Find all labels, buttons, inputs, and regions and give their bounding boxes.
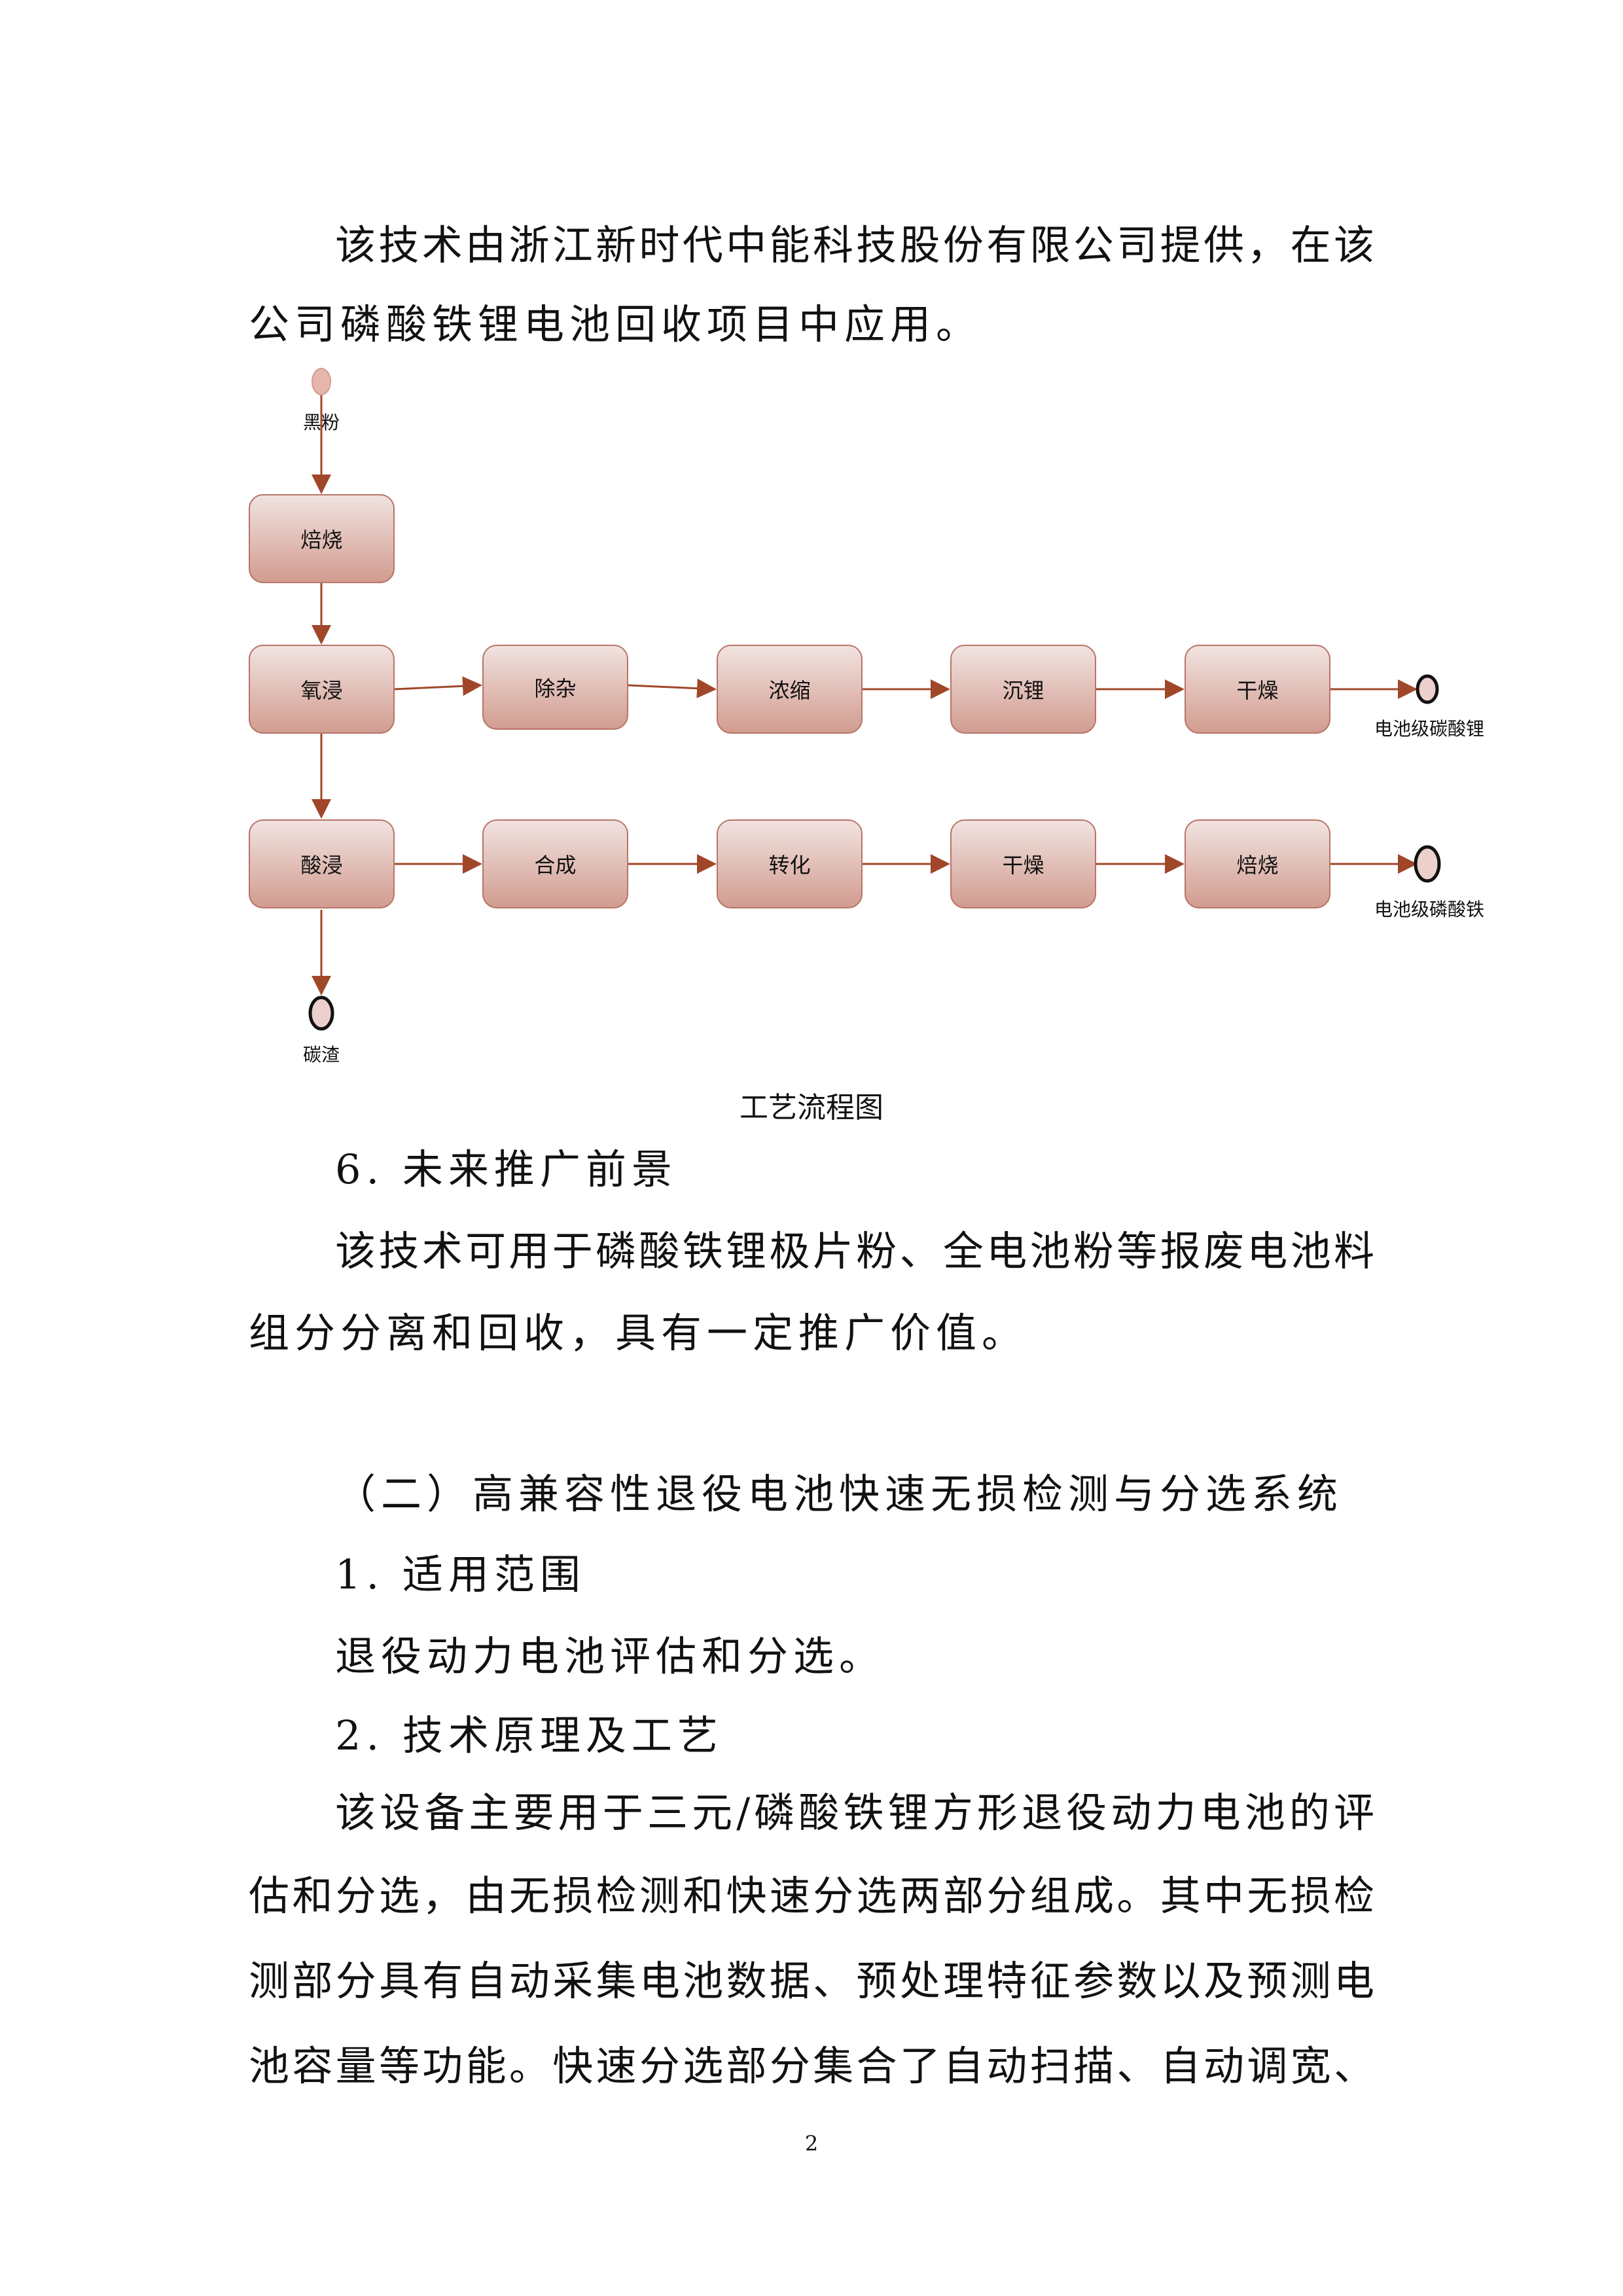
flow-step: 沉锂	[950, 645, 1096, 734]
section-heading: 6. 未来推广前景	[335, 1145, 677, 1193]
flowchart-arrows	[308, 368, 1441, 1031]
output-label: 电池级磷酸铁	[1374, 899, 1485, 920]
paragraph-line: 池容量等功能。快速分选部分集合了自动扫描、自动调宽、	[249, 2042, 1374, 2090]
flow-step: 除杂	[482, 645, 628, 730]
end-node	[1414, 845, 1441, 883]
paragraph-line: 该设备主要用于三元/磷酸铁锂方形退役动力电池的评	[335, 1789, 1374, 1837]
flow-step: 酸浸	[249, 819, 395, 908]
flow-step: 焙烧	[1185, 819, 1330, 908]
flow-step: 浓缩	[717, 645, 863, 734]
flow-step: 转化	[717, 819, 863, 908]
end-node	[308, 996, 334, 1031]
flow-step: 干燥	[950, 819, 1096, 908]
paragraph-line: 该技术可用于磷酸铁锂极片粉、全电池粉等报废电池料	[335, 1227, 1374, 1275]
page-number: 2	[804, 2131, 819, 2156]
output-label: 电池级碳酸锂	[1374, 718, 1485, 740]
start-node	[312, 368, 331, 395]
start-label: 黑粉	[302, 412, 340, 433]
end-node	[1416, 674, 1439, 704]
paragraph-line: 该技术由浙江新时代中能科技股份有限公司提供，在该	[335, 221, 1374, 269]
section-heading: 1. 适用范围	[335, 1551, 586, 1598]
section-heading: 2. 技术原理及工艺	[335, 1712, 723, 1759]
part-heading: （二）高兼容性退役电池快速无损检测与分选系统	[335, 1470, 1344, 1518]
flow-step: 氧浸	[249, 645, 395, 734]
paragraph-line: 公司磷酸铁锂电池回收项目中应用。	[249, 300, 982, 348]
paragraph-line: 测部分具有自动采集电池数据、预处理特征参数以及预测电	[249, 1957, 1374, 2005]
flow-step: 合成	[482, 819, 628, 908]
paragraph-line: 退役动力电池评估和分选。	[335, 1632, 885, 1680]
figure-caption: 工艺流程图	[740, 1091, 883, 1124]
paragraph-line: 组分分离和回收，具有一定推广价值。	[249, 1309, 1028, 1357]
flow-step-roast: 焙烧	[249, 494, 395, 583]
paragraph-line: 估和分选，由无损检测和快速分选两部分组成。其中无损检	[249, 1872, 1374, 1920]
flow-step: 干燥	[1185, 645, 1330, 734]
residue-label: 碳渣	[302, 1044, 340, 1066]
